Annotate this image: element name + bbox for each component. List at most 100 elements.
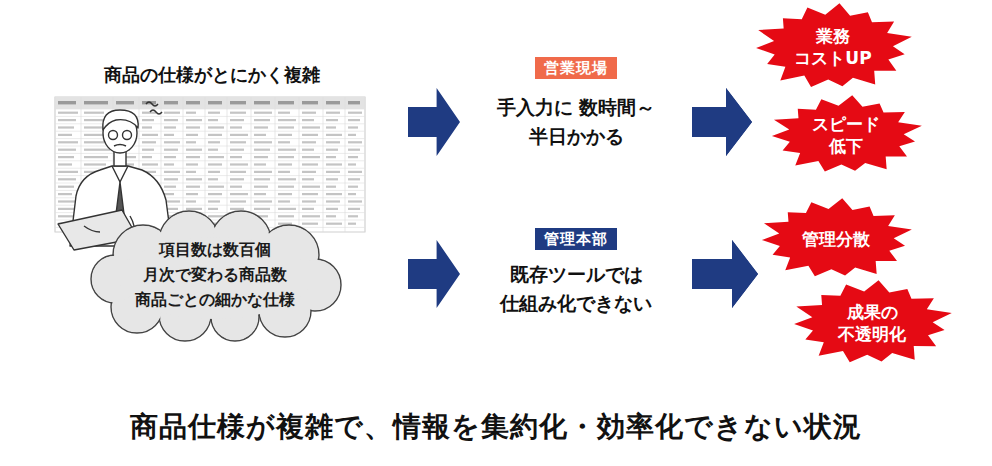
sheet-header [55, 97, 365, 109]
sheet-cell-mark [230, 171, 246, 173]
sheet-cell-mark [230, 193, 248, 195]
burst-outline [794, 280, 952, 362]
sheet-cell-mark [186, 149, 202, 151]
sheet-cell-mark [230, 112, 246, 114]
sheet-cell-mark [348, 186, 358, 188]
sheet-col-line [365, 97, 366, 232]
thought-cloud: 項目数は数百個 月次で変わる商品数 商品ごとの細かな仕様 [85, 215, 345, 333]
sheet-cell-mark [58, 208, 76, 210]
sheet-cell-mark [278, 163, 292, 165]
sheet-cell-mark [302, 141, 316, 143]
sheet-cell-mark [254, 112, 272, 114]
sheet-cell-mark [326, 156, 336, 158]
sheet-cell-mark [278, 119, 296, 121]
sheet-cell-mark [186, 186, 200, 188]
illustration-panel: 商品の仕様がとにかく複雑項目数は数百個 月次で変わる商品数 商品ごとの細かな仕様 [48, 55, 408, 340]
sheet-cell-mark [230, 186, 242, 188]
sheet-cell-mark [208, 149, 218, 151]
sheet-cell-mark [326, 126, 336, 128]
sheet-cell-mark [58, 134, 72, 136]
burst-shape [752, 3, 914, 91]
sheet-cell-mark [230, 178, 244, 180]
sheet-cell-mark [230, 149, 244, 151]
sheet-cell-mark [254, 141, 272, 143]
sheet-cell-mark [326, 134, 342, 136]
person-glasses [123, 131, 132, 140]
sheet-cell-mark [348, 215, 358, 217]
sheet-cell-mark [278, 141, 290, 143]
sheet-row-line [55, 153, 365, 154]
sheet-cell-mark [302, 171, 316, 173]
impact-text: 成果の 不透明化 [832, 301, 912, 345]
person-collar [112, 166, 128, 182]
sheet-cell-mark [348, 112, 362, 114]
burst-outline [772, 95, 922, 171]
sheet-cell-mark [302, 163, 318, 165]
sheet-cell-mark [208, 186, 224, 188]
sheet-cell-mark [348, 223, 356, 225]
sheet-cell-mark [326, 141, 340, 143]
sheet-cell-mark [208, 200, 220, 202]
sheet-cell-mark [58, 171, 78, 173]
sheet-cell-mark [278, 149, 296, 151]
sheet-cell-mark [254, 193, 266, 195]
sheet-cell-mark [142, 126, 152, 128]
sheet-cell-mark [230, 200, 246, 202]
sheet-cell-mark [326, 101, 340, 104]
sheet-cell-mark [326, 171, 340, 173]
sheet-row-line [55, 123, 365, 124]
sheet-cell-mark [326, 178, 338, 180]
sheet-cell-mark [348, 126, 358, 128]
sheet-cell-mark [58, 193, 72, 195]
sheet-cell-mark [302, 156, 320, 158]
sheet-cell-mark [84, 141, 104, 143]
sheet-cell-mark [164, 126, 176, 128]
sheet-cell-mark [164, 186, 176, 188]
sheet-cell-mark [142, 134, 158, 136]
sheet-cell-mark [302, 134, 318, 136]
impact-burst: 業務 コストUP [752, 3, 914, 91]
sheet-cell-mark [302, 112, 316, 114]
sheet-cell-mark [208, 101, 222, 104]
sheet-cell-mark [208, 156, 224, 158]
burst-shape [768, 95, 924, 175]
sheet-cell-mark [230, 126, 242, 128]
sheet-col-line [275, 97, 276, 232]
sheet-col-line [323, 97, 324, 232]
sheet-cell-mark [302, 101, 318, 104]
sheet-cell-mark [58, 215, 74, 217]
sheet-cell-mark [164, 163, 174, 165]
sheet-cell-mark [254, 126, 268, 128]
sheet-cell-mark [186, 112, 196, 114]
sheet-cell-mark [142, 112, 156, 114]
sheet-cell-mark [142, 119, 154, 121]
sheet-cell-mark [326, 208, 338, 210]
sheet-cell-mark [254, 119, 270, 121]
sheet-cell-mark [348, 149, 360, 151]
sheet-cell-mark [278, 200, 290, 202]
block-arrow [692, 240, 758, 308]
sheet-row-line [55, 116, 365, 117]
block-arrow [692, 88, 752, 156]
department-block: 営業現場手入力に 数時間～半日かかる [460, 57, 692, 187]
sheet-col-line [227, 97, 228, 232]
sheet-cell-mark [278, 112, 290, 114]
sheet-cell-mark [84, 149, 110, 151]
sheet-cell-mark [58, 178, 76, 180]
sheet-cell-mark [208, 119, 218, 121]
diagram-caption: 商品仕様が複雑で、情報を集約化・効率化できない状況 [0, 408, 992, 446]
node-text: 項目数は数百個 月次で変わる商品数 商品ごとの細かな仕様 [120, 237, 310, 312]
sheet-cell-mark [278, 186, 294, 188]
sheet-cell-mark [348, 200, 362, 202]
sheet-cell-mark [254, 171, 272, 173]
sheet-col-line [345, 97, 346, 232]
impact-text: スピード 低下 [800, 113, 892, 157]
sheet-cell-mark [278, 171, 290, 173]
sheet-cell-mark [302, 126, 320, 128]
sheet-row-line [55, 160, 365, 161]
sheet-cell-mark [254, 149, 270, 151]
impact-burst: スピード 低下 [768, 95, 924, 175]
burst-outline [756, 3, 912, 87]
sheet-cell-mark [302, 149, 314, 151]
